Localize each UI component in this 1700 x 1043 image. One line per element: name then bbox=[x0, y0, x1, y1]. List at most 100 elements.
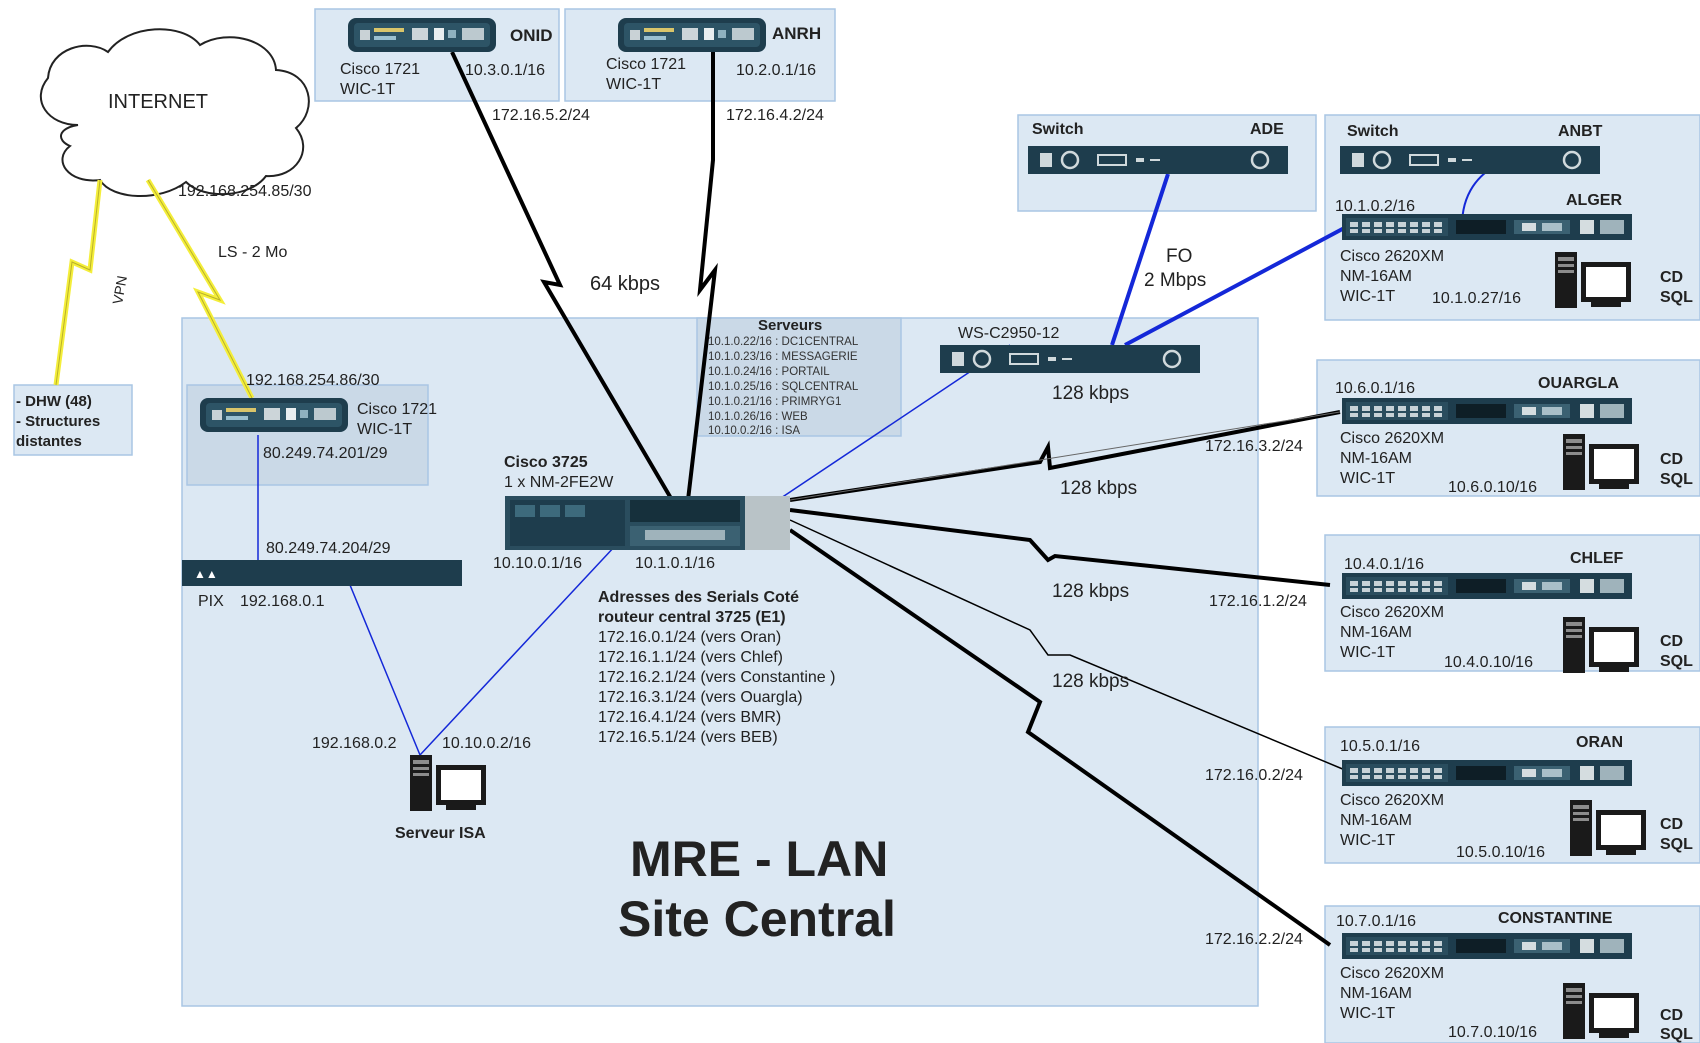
serial-lines bbox=[788, 410, 1346, 947]
anbt-site-name: ANBT bbox=[1558, 123, 1603, 140]
chlef-cd: CD bbox=[1660, 633, 1683, 650]
onid-model: Cisco 1721 bbox=[340, 61, 420, 78]
core-ip-right: 10.1.0.1/16 bbox=[635, 555, 715, 572]
ws-switch[interactable] bbox=[938, 343, 1202, 375]
oran-pc-ip: 10.5.0.10/16 bbox=[1456, 844, 1545, 861]
alger-ip: 10.1.0.2/16 bbox=[1335, 198, 1415, 215]
internet-wan-ip: 192.168.254.85/30 bbox=[178, 183, 312, 200]
core-router-3725[interactable] bbox=[505, 496, 790, 550]
server-item-1: 10.1.0.22/16 : DC1CENTRAL bbox=[708, 336, 859, 348]
oran-ip: 10.5.0.1/16 bbox=[1340, 738, 1420, 755]
oran-model: Cisco 2620XM bbox=[1340, 792, 1444, 809]
chlef-speed: 128 kbps bbox=[1052, 581, 1129, 602]
ouargla-cd: CD bbox=[1660, 451, 1683, 468]
pix-firewall[interactable]: ▲▲ bbox=[182, 560, 462, 586]
ouargla-name: OUARGLA bbox=[1538, 375, 1619, 392]
isa-label: Serveur ISA bbox=[395, 825, 486, 842]
onid-lan-ip: 10.3.0.1/16 bbox=[465, 62, 545, 79]
alger-sql: SQL bbox=[1660, 289, 1693, 306]
isa-ip-2: 10.10.0.2/16 bbox=[442, 735, 531, 752]
ouargla-model: Cisco 2620XM bbox=[1340, 430, 1444, 447]
central-title-line-1: MRE - LAN bbox=[630, 831, 888, 887]
constantine-model: Cisco 2620XM bbox=[1340, 965, 1444, 982]
onid-router[interactable] bbox=[348, 18, 496, 52]
core-module: 1 x NM-2FE2W bbox=[504, 474, 614, 491]
alger-pc-ip: 10.1.0.27/16 bbox=[1432, 290, 1521, 307]
server-item-6: 10.1.0.26/16 : WEB bbox=[708, 411, 808, 423]
server-item-7: 10.10.0.2/16 : ISA bbox=[708, 425, 800, 437]
vpn-lightning bbox=[53, 179, 103, 386]
internet-cloud bbox=[39, 28, 310, 198]
onid-serial-ip: 172.16.5.2/24 bbox=[492, 107, 590, 124]
remote-users-line-3: distantes bbox=[16, 433, 82, 450]
chlef-model: Cisco 2620XM bbox=[1340, 604, 1444, 621]
edge-router[interactable] bbox=[200, 398, 348, 432]
remote-users-line-1: - DHW (48) bbox=[16, 393, 92, 410]
isa-ip-1: 192.168.0.2 bbox=[312, 735, 397, 752]
onid-name: ONID bbox=[510, 26, 553, 45]
vpn-label: VPN bbox=[109, 274, 130, 305]
ade-switch[interactable] bbox=[1026, 144, 1290, 176]
oran-sql: SQL bbox=[1660, 836, 1693, 853]
remote-users-panel bbox=[13, 384, 133, 456]
serial-item-6: 172.16.5.1/24 (vers BEB) bbox=[598, 729, 778, 746]
anrh-router[interactable] bbox=[618, 18, 766, 52]
onid-card: WIC-1T bbox=[340, 81, 395, 98]
ouargla-router[interactable] bbox=[1342, 398, 1632, 424]
serials-title-2: routeur central 3725 (E1) bbox=[598, 609, 786, 626]
serial-item-2: 172.16.1.1/24 (vers Chlef) bbox=[598, 649, 783, 666]
chlef-ip: 10.4.0.1/16 bbox=[1344, 556, 1424, 573]
constantine-sql: SQL bbox=[1660, 1026, 1693, 1043]
anrh-card: WIC-1T bbox=[606, 76, 661, 93]
constantine-router[interactable] bbox=[1342, 933, 1632, 959]
anrh-serial-ip: 172.16.4.2/24 bbox=[726, 107, 824, 124]
oran-cd: CD bbox=[1660, 816, 1683, 833]
ouargla-sql: SQL bbox=[1660, 471, 1693, 488]
server-item-4: 10.1.0.25/16 : SQLCENTRAL bbox=[708, 381, 859, 393]
oran-router[interactable] bbox=[1342, 760, 1632, 786]
chlef-wic: WIC-1T bbox=[1340, 644, 1395, 661]
ls-lightning-outline bbox=[147, 179, 253, 399]
ouargla-wic: WIC-1T bbox=[1340, 470, 1395, 487]
chlef-serial: 172.16.1.2/24 bbox=[1209, 593, 1307, 610]
edge-lan-ip: 80.249.74.201/29 bbox=[263, 445, 388, 462]
anrh-serial-line bbox=[686, 52, 718, 501]
ls-link-label: LS - 2 Mo bbox=[218, 244, 287, 261]
pix-inside-ip: 192.168.0.1 bbox=[240, 593, 325, 610]
oran-wic: WIC-1T bbox=[1340, 832, 1395, 849]
internet-label: INTERNET bbox=[108, 91, 208, 113]
servers-title: Serveurs bbox=[758, 317, 822, 334]
svg-text:▲▲: ▲▲ bbox=[194, 567, 218, 581]
serials-title-1: Adresses des Serials Coté bbox=[598, 589, 799, 606]
vpn-lightning-outline bbox=[55, 179, 101, 386]
constantine-wic: WIC-1T bbox=[1340, 1005, 1395, 1022]
fo-link-line-1: FO bbox=[1166, 246, 1192, 267]
chlef-nm: NM-16AM bbox=[1340, 624, 1412, 641]
server-item-3: 10.1.0.24/16 : PORTAIL bbox=[708, 366, 830, 378]
edge-card: WIC-1T bbox=[357, 421, 412, 438]
ouargla-nm: NM-16AM bbox=[1340, 450, 1412, 467]
ouargla-ip: 10.6.0.1/16 bbox=[1335, 380, 1415, 397]
chlef-pc-ip: 10.4.0.10/16 bbox=[1444, 654, 1533, 671]
constantine-pc-ip: 10.7.0.10/16 bbox=[1448, 1024, 1537, 1041]
ouargla-speed: 128 kbps bbox=[1060, 478, 1137, 499]
oran-name: ORAN bbox=[1576, 734, 1623, 751]
core-name: Cisco 3725 bbox=[504, 454, 588, 471]
edge-model: Cisco 1721 bbox=[357, 401, 437, 418]
constantine-nm: NM-16AM bbox=[1340, 985, 1412, 1002]
chlef-router[interactable] bbox=[1342, 573, 1632, 599]
ade-switch-label: Switch bbox=[1032, 121, 1084, 138]
anrh-name: ANRH bbox=[772, 24, 821, 43]
link-64-label: 64 kbps bbox=[590, 273, 660, 295]
chlef-sql: SQL bbox=[1660, 653, 1693, 670]
alger-router[interactable] bbox=[1342, 214, 1632, 240]
constantine-ip: 10.7.0.1/16 bbox=[1336, 913, 1416, 930]
anbt-switch[interactable] bbox=[1338, 144, 1602, 176]
alger-cd: CD bbox=[1660, 269, 1683, 286]
alger-model: Cisco 2620XM bbox=[1340, 248, 1444, 265]
edge-wan-ip: 192.168.254.86/30 bbox=[246, 372, 380, 389]
oran-speed: 128 kbps bbox=[1052, 671, 1129, 692]
ws-switch-speed: 128 kbps bbox=[1052, 383, 1129, 404]
ouargla-pc-ip: 10.6.0.10/16 bbox=[1448, 479, 1537, 496]
